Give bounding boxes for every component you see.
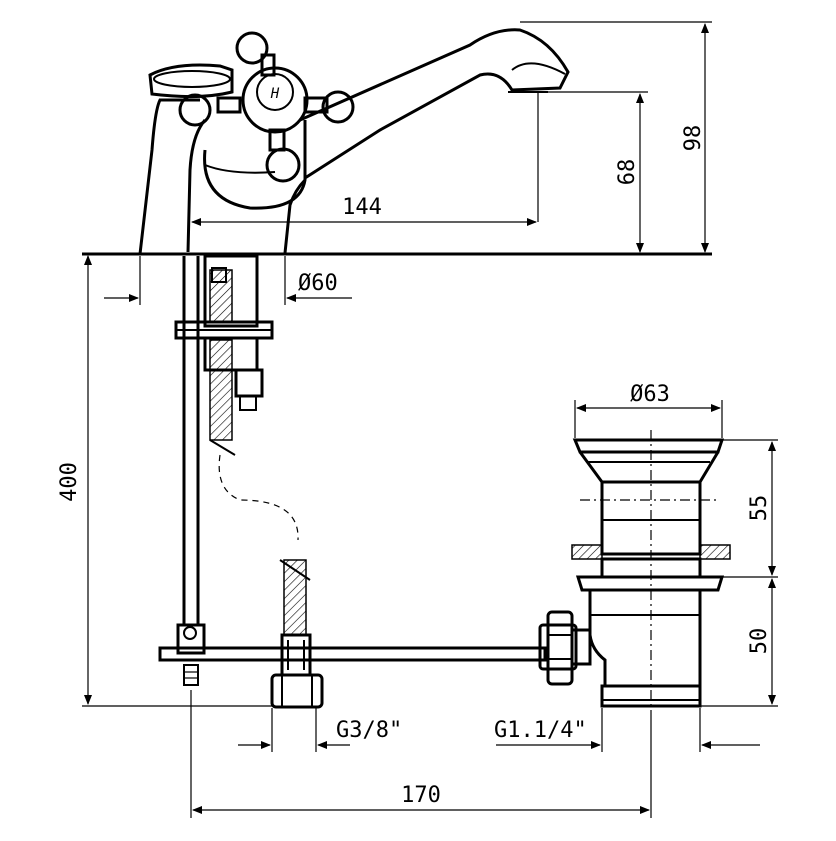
handle-knob-right xyxy=(321,90,355,124)
shank-hatch xyxy=(209,269,233,323)
dim-68-label: 68 xyxy=(615,159,640,186)
hose-dashed-path xyxy=(218,454,299,541)
handle-arm-top xyxy=(260,53,276,77)
body-ring xyxy=(204,164,276,174)
handle-knob-bottom xyxy=(265,147,301,183)
pivot-nut-stem xyxy=(570,628,592,666)
dim-o60-label: Ø60 xyxy=(298,271,338,296)
top-dimensions: 98 68 144 Ø60 xyxy=(104,21,712,305)
bottom-dimensions: 400 G3/8" G1.1/4" 170 xyxy=(57,255,760,818)
waste-flange-cone xyxy=(578,451,720,484)
waste-washer-left xyxy=(571,544,603,560)
handle-mark: H xyxy=(270,86,280,102)
linkage-tip xyxy=(183,664,199,686)
dim-g114-label: G1.1/4" xyxy=(494,718,587,743)
left-cap xyxy=(148,63,234,99)
dim-400-label: 400 xyxy=(57,462,82,502)
hose-nut xyxy=(234,368,264,398)
dim-50-label: 50 xyxy=(747,628,772,655)
hose-hatch-left xyxy=(209,339,233,441)
hose-hatch-right xyxy=(283,559,307,636)
hose-fitting xyxy=(239,395,257,411)
hose-cut-1 xyxy=(209,439,236,456)
waste-washer-right xyxy=(699,544,731,560)
linkage-clamp xyxy=(176,623,206,655)
waste-assembly xyxy=(538,430,731,715)
spout-outline xyxy=(299,28,570,180)
handle-arm-left xyxy=(216,96,242,114)
waste-dimensions: Ø63 55 50 xyxy=(574,382,778,707)
shank-upper xyxy=(203,254,259,328)
horizontal-rod xyxy=(158,646,547,662)
dim-o63-label: Ø63 xyxy=(630,382,670,407)
body-right-post xyxy=(283,178,307,254)
dim-170-label: 170 xyxy=(401,783,441,808)
faucet-body: H xyxy=(82,28,712,256)
body-bowl xyxy=(203,120,307,210)
dim-55-label: 55 xyxy=(747,495,772,522)
supply-nut xyxy=(270,673,324,709)
spout-lip xyxy=(511,62,566,75)
cross-handle: H xyxy=(178,31,355,183)
waste-lower-body xyxy=(588,590,702,688)
waste-flange-top xyxy=(572,438,725,454)
dim-144-label: 144 xyxy=(342,195,382,220)
under-counter-assembly xyxy=(158,254,547,709)
dim-g38-label: G3/8" xyxy=(336,718,402,743)
waste-lower-flange xyxy=(575,575,725,592)
body-left-post xyxy=(138,98,200,255)
body-inner-line xyxy=(186,119,207,253)
dim-98-label: 98 xyxy=(681,125,706,152)
linkage-screw xyxy=(183,626,197,640)
pivot-nut-outer xyxy=(546,610,574,686)
handle-arm-right xyxy=(303,96,329,114)
shank-nut-small xyxy=(211,267,227,283)
pivot-nut-body xyxy=(538,623,578,671)
handle-knob-top xyxy=(235,31,269,65)
handle-knob-left xyxy=(178,93,212,127)
left-cap-top xyxy=(153,70,231,88)
hose-cut-2 xyxy=(279,559,311,581)
supply-connector xyxy=(280,633,312,677)
